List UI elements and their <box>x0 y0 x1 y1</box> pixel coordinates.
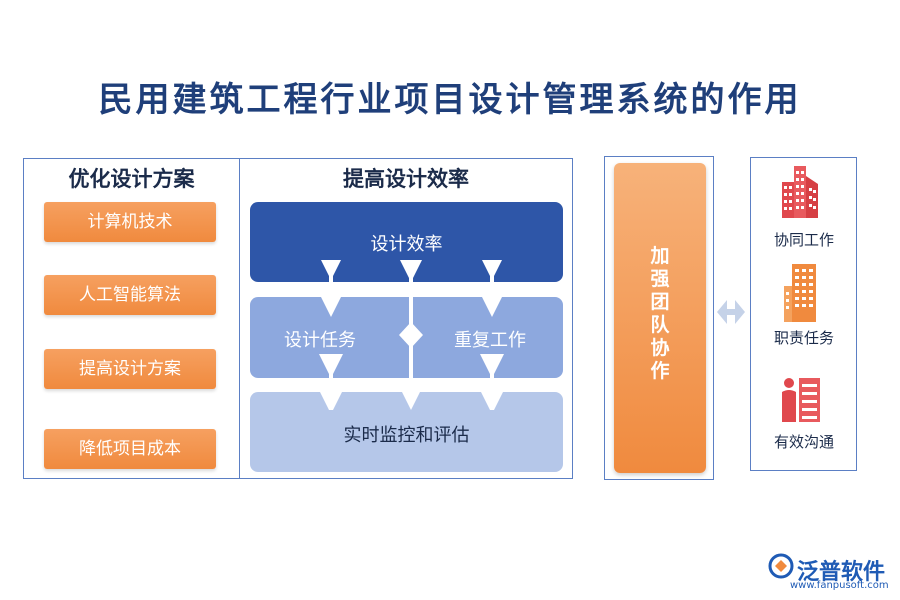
computer-technology-button[interactable]: 计算机技术 <box>44 202 216 242</box>
double-diamond-arrow-icon <box>717 300 745 324</box>
monitoring-label: 实时监控和评估 <box>343 425 470 446</box>
team-collaboration-box <box>604 156 714 480</box>
buildings-icon <box>782 166 818 218</box>
diamond-connector-icon <box>399 322 423 348</box>
left-column-heading: 优化设计方案 <box>68 167 195 191</box>
right-column-box <box>750 157 857 471</box>
improve-design-button[interactable]: 提高设计方案 <box>44 349 216 389</box>
logo-name: 泛普软件 <box>797 560 886 585</box>
middle-connectors <box>319 260 504 410</box>
fanpu-logo-icon <box>768 553 794 579</box>
design-task-label: 设计任务 <box>284 330 356 351</box>
reduce-cost-button[interactable]: 降低项目成本 <box>44 429 216 469</box>
ai-algorithm-button[interactable]: 人工智能算法 <box>44 275 216 315</box>
collaborative-work-label: 协同工作 <box>773 231 834 249</box>
team-collaboration-label: 加 强 团 队 协 作 <box>650 245 670 382</box>
person-list-icon <box>782 378 820 422</box>
logo-url: www.fanpusoft.com <box>790 580 889 591</box>
repeat-work-label: 重复工作 <box>454 330 526 351</box>
office-building-icon <box>784 264 816 322</box>
middle-column-heading: 提高设计效率 <box>343 167 469 191</box>
design-efficiency-label: 设计效率 <box>370 234 443 255</box>
duty-task-label: 职责任务 <box>773 329 834 347</box>
effective-communication-label: 有效沟通 <box>773 433 834 451</box>
middle-column-box <box>239 158 573 479</box>
team-collaboration-bar <box>614 163 706 473</box>
page-title: 民用建筑工程行业项目设计管理系统的作用 <box>98 80 802 120</box>
